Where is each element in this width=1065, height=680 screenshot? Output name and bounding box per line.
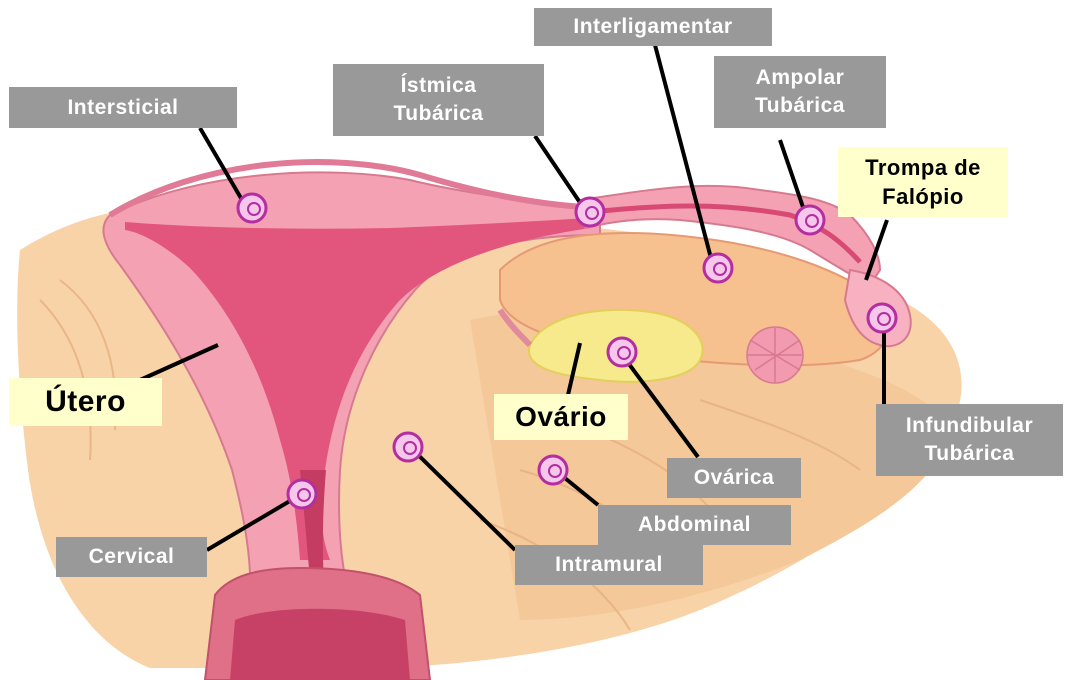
implantation-site-abdominal: [539, 456, 567, 484]
label-ovarica: Ovárica: [667, 458, 801, 498]
label-infundibular-tubarica: Infundibular Tubárica: [876, 404, 1063, 476]
implantation-site-cervical: [288, 480, 316, 508]
label-ampolar-line-2: Tubárica: [755, 92, 845, 120]
leader-line-interligamentar: [655, 45, 712, 262]
implantation-site-ampolar: [796, 206, 824, 234]
label-intersticial: Intersticial: [9, 87, 237, 128]
label-infundibular-line-2: Tubárica: [906, 440, 1033, 468]
implantation-site-infundibular: [868, 304, 896, 332]
implantation-site-intersticial: [238, 194, 266, 222]
implantation-site-intramural: [394, 433, 422, 461]
label-trompa-line-1: Trompa de: [865, 153, 981, 182]
leader-line-istmica: [535, 136, 583, 207]
label-cervical: Cervical: [56, 537, 207, 577]
label-abdominal: Abdominal: [598, 505, 791, 545]
label-intramural: Intramural: [515, 545, 703, 585]
fimbriae: [747, 327, 803, 383]
vaginal-canal: [230, 609, 410, 680]
label-trompa-de-falopio: Trompa de Falópio: [838, 147, 1008, 217]
label-istmica-tubarica: Ístmica Tubárica: [333, 64, 544, 136]
label-ovario: Ovário: [494, 394, 628, 440]
implantation-site-interligamentar: [704, 254, 732, 282]
label-infundibular-line-1: Infundibular: [906, 412, 1033, 440]
implantation-site-ovarica: [608, 338, 636, 366]
label-istmica-line-1: Ístmica: [394, 72, 484, 100]
label-ampolar-line-1: Ampolar: [755, 64, 845, 92]
label-trompa-line-2: Falópio: [865, 182, 981, 211]
label-interligamentar: Interligamentar: [534, 8, 772, 46]
label-utero: Útero: [9, 378, 162, 426]
label-ampolar-tubarica: Ampolar Tubárica: [714, 56, 886, 128]
label-istmica-line-2: Tubárica: [394, 100, 484, 128]
implantation-site-istmica: [576, 198, 604, 226]
